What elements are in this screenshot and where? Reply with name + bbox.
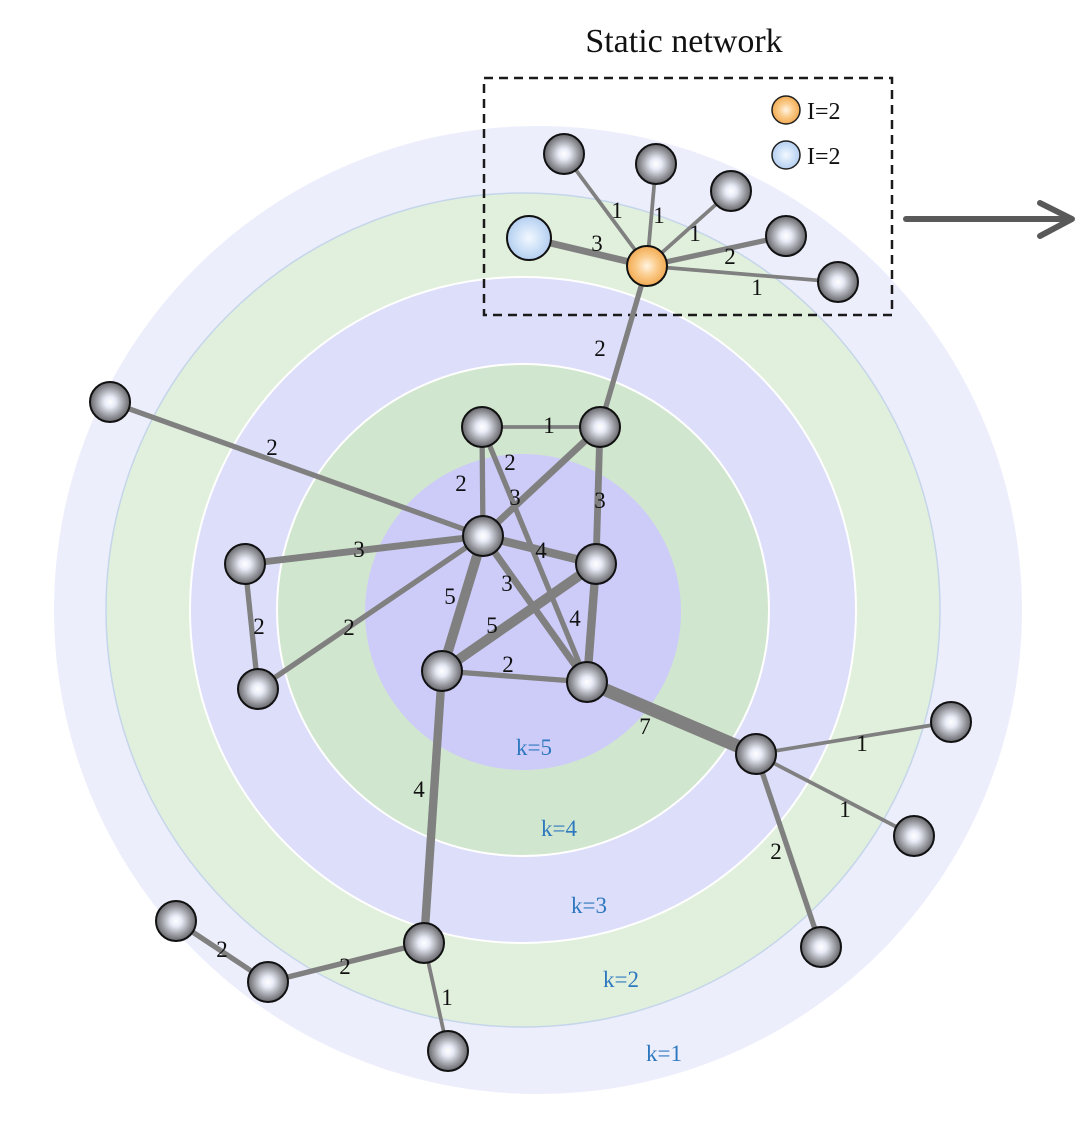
edge-a4-orange: [646, 233, 787, 269]
edge-n_br-rb: [584, 675, 759, 761]
nodes: [89, 133, 972, 1072]
edge-weight-hub-left1: 3: [353, 537, 365, 562]
edge-weight-hub-left2: 2: [343, 615, 355, 640]
shell-label-k4: k=4: [541, 816, 577, 841]
edge-weight-rb-r_c: 2: [770, 839, 782, 864]
edge-weight-n_tr-hub: 3: [509, 485, 521, 510]
edge-bot-b_b: [267, 940, 425, 985]
shell-labels: k=5 k=4 k=3 k=2 k=1: [516, 735, 682, 1066]
edge-weight-n_tr-n_r: 3: [594, 488, 606, 513]
edge-weight-a2-orange: 1: [653, 203, 665, 228]
edge-weight-n_tl-n_tr: 1: [543, 413, 555, 438]
right-arrow-icon: [903, 200, 1075, 239]
edge-weight-bot-b_b: 2: [339, 954, 351, 979]
edge-weight-a1-orange: 1: [611, 198, 623, 223]
node-a1: [543, 133, 585, 175]
edge-rb-r_b: [755, 752, 915, 838]
edge-rb-r_c: [753, 753, 824, 948]
edge-hub-left2: [256, 533, 485, 692]
node-n_r: [575, 543, 617, 585]
node-n_tl: [461, 406, 503, 448]
legend-item-blue: I=2: [771, 140, 841, 170]
edge-weight-hub-n_br: 3: [501, 571, 513, 596]
edge-weight-n_r-n_br: 4: [569, 606, 581, 631]
node-left2: [237, 668, 279, 710]
edge-weight-orange-n_tr: 2: [594, 336, 606, 361]
node-n_bl: [421, 650, 463, 692]
edge-weight-n_bl-n_br: 2: [502, 652, 514, 677]
edge-weight-blue-orange: 3: [591, 231, 603, 256]
edge-weight-bot-b_c: 1: [441, 985, 453, 1010]
diagram-title: Static network: [585, 23, 782, 60]
edge-weight-a5-orange: 1: [751, 275, 763, 300]
legend-marker-orange: [771, 95, 801, 125]
node-left1: [224, 543, 266, 585]
edge-n_r-n_bl: [439, 559, 599, 676]
node-bot: [403, 922, 445, 964]
edge-rb-r_a: [755, 720, 952, 756]
node-n_tr: [579, 406, 621, 448]
node-orange: [626, 245, 668, 287]
edge-far_l-hub: [109, 399, 484, 539]
node-blue: [506, 215, 552, 261]
node-rb: [735, 733, 777, 775]
shell-label-k3: k=3: [571, 893, 607, 918]
shell-label-k5: k=5: [516, 735, 552, 760]
node-b_b: [247, 961, 289, 1003]
edge-weight-rb-r_b: 1: [839, 797, 851, 822]
node-r_c: [800, 926, 842, 968]
node-b_a: [155, 900, 197, 942]
edge-weight-b_a-b_b: 2: [216, 937, 228, 962]
edge-orange-n_tr: [597, 265, 650, 428]
shell-label-k1: k=1: [646, 1041, 682, 1066]
edge-weight-hub-n_bl: 5: [444, 584, 456, 609]
edge-weight-n_r-n_bl: 5: [486, 613, 498, 638]
node-r_b: [893, 815, 935, 857]
edge-n_tr-n_r: [592, 426, 604, 565]
legend: I=2 I=2: [771, 95, 841, 170]
node-a3: [710, 170, 752, 212]
legend-item-orange: I=2: [771, 95, 841, 125]
legend-label-blue: I=2: [807, 144, 841, 170]
shells: [54, 126, 1022, 1094]
node-a4: [765, 215, 807, 257]
focus-box: [482, 76, 894, 317]
legend-label-orange: I=2: [807, 99, 841, 125]
edge-weight-n_bl-bot: 4: [413, 777, 425, 802]
edge-weight-n_tl-n_br: 2: [504, 450, 516, 475]
edge-weight-n_br-rb: 7: [639, 714, 651, 739]
node-a5: [817, 261, 859, 303]
edge-a1-orange: [562, 152, 649, 268]
edge-weight-a4-orange: 2: [724, 244, 736, 269]
edge-weight-hub-n_r: 4: [535, 538, 547, 563]
node-n_br: [566, 661, 608, 703]
edge-weight-rb-r_a: 1: [856, 731, 868, 756]
node-far_l: [89, 381, 131, 423]
edge-a5-orange: [646, 264, 839, 284]
legend-marker-blue: [771, 140, 801, 170]
node-hub: [462, 515, 504, 557]
edge-n_tl-n_br: [479, 425, 590, 684]
edge-hub-n_bl: [437, 534, 488, 673]
edge-hub-left1: [244, 532, 484, 568]
node-b_c: [427, 1030, 469, 1072]
edge-weight-left1-left2: 2: [253, 614, 265, 639]
edge-n_bl-bot: [419, 670, 447, 944]
edge-weight-a3-orange: 1: [689, 221, 701, 246]
edge-weight-n_tl-hub: 2: [455, 471, 467, 496]
edge-n_bl-n_br: [441, 668, 588, 685]
edge-n_tr-hub: [480, 424, 603, 539]
node-r_a: [930, 701, 972, 743]
edge-weight-far_l-hub: 2: [266, 435, 278, 460]
node-a2: [635, 143, 677, 185]
shell-label-k2: k=2: [603, 967, 639, 992]
